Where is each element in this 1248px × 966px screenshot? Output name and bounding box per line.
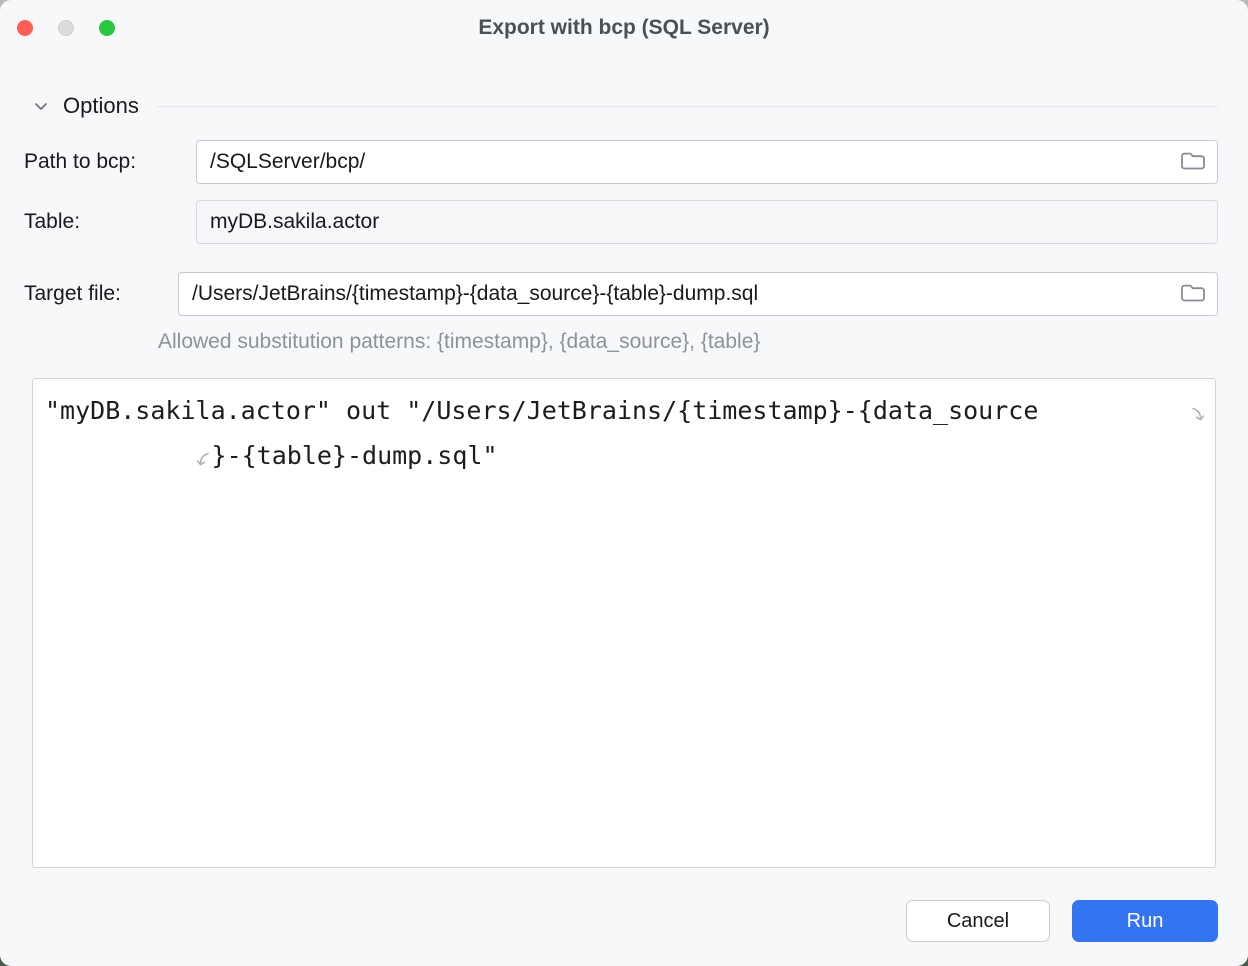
soft-wrap-end-icon (1039, 346, 1205, 481)
target-file-field-wrap (178, 272, 1218, 316)
folder-icon (1180, 282, 1206, 307)
chevron-down-icon (33, 98, 49, 114)
table-field-wrap (196, 200, 1218, 244)
options-section-header[interactable]: Options (24, 92, 1218, 120)
dialog-title: Export with bcp (SQL Server) (478, 16, 770, 39)
command-preview-editor[interactable]: "myDB.sakila.actor" out "/Users/JetBrain… (32, 378, 1216, 868)
run-button[interactable]: Run (1072, 900, 1218, 942)
path-to-bcp-label: Path to bcp: (24, 150, 137, 173)
folder-icon (1180, 150, 1206, 175)
path-to-bcp-row: Path to bcp: (24, 140, 1218, 184)
dialog-content: Options Path to bcp: Table: (0, 92, 1248, 868)
cancel-button[interactable]: Cancel (906, 900, 1050, 942)
substitution-patterns-hint: Allowed substitution patterns: {timestam… (158, 330, 761, 353)
command-text: }-{table}-dump.sql" (211, 441, 498, 470)
target-file-row: Target file: (24, 272, 1218, 316)
close-button[interactable] (17, 20, 33, 36)
minimize-button (58, 20, 74, 36)
command-text: "myDB.sakila.actor" out "/Users/JetBrain… (45, 396, 1039, 425)
command-line-2: }-{table}-dump.sql" (45, 433, 1203, 478)
target-browse-button[interactable] (1177, 278, 1209, 310)
path-to-bcp-input[interactable] (196, 140, 1218, 184)
table-input[interactable] (196, 200, 1218, 244)
target-file-label: Target file: (24, 282, 121, 305)
table-label: Table: (24, 210, 81, 233)
dialog-footer: Cancel Run (906, 900, 1218, 942)
target-file-input[interactable] (178, 272, 1218, 316)
table-row: Table: (24, 200, 1218, 244)
traffic-lights (17, 20, 115, 36)
section-divider (156, 105, 1218, 107)
soft-wrap-start-icon (46, 391, 211, 526)
path-to-bcp-field-wrap (196, 140, 1218, 184)
zoom-button[interactable] (99, 20, 115, 36)
title-bar: Export with bcp (SQL Server) (0, 0, 1248, 56)
command-line-1: "myDB.sakila.actor" out "/Users/JetBrain… (45, 388, 1205, 433)
options-section-title: Options (63, 93, 139, 118)
path-browse-button[interactable] (1177, 146, 1209, 178)
